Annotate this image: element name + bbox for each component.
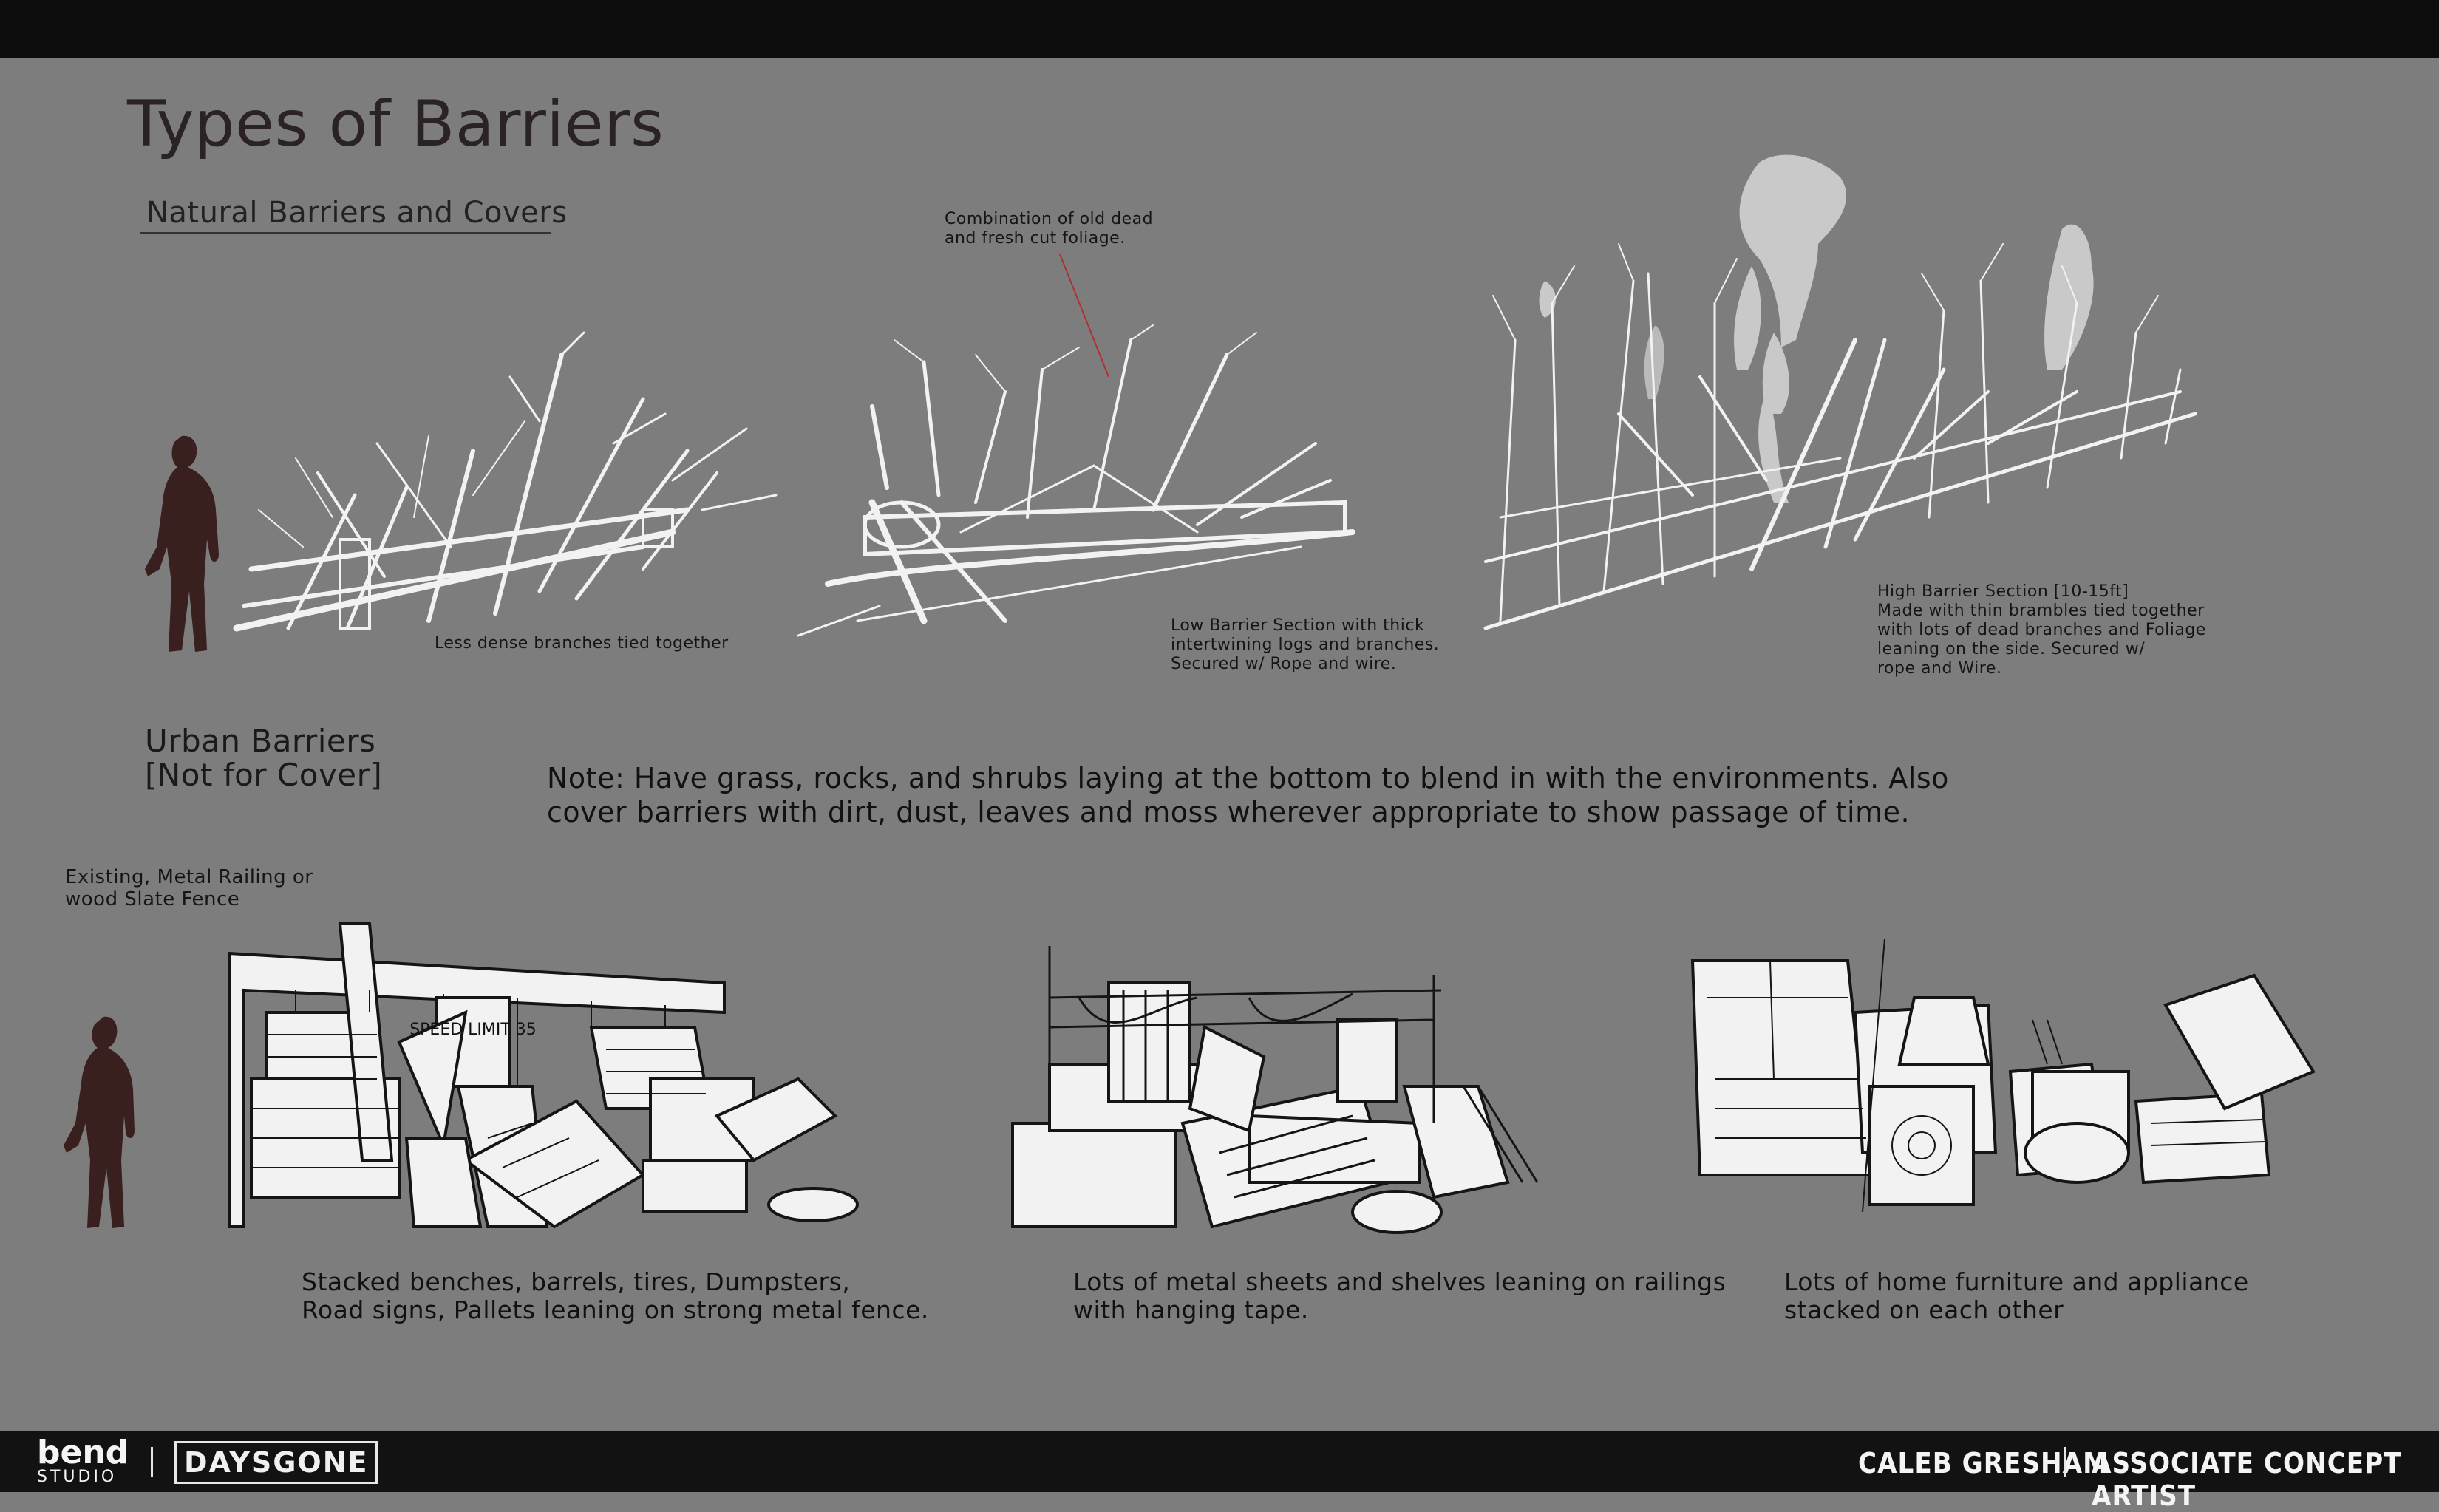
bend-studio-logo: bend STUDIO xyxy=(37,1437,129,1485)
urban-caption-2: Lots of metal sheets and shelves leaning… xyxy=(1073,1267,1727,1324)
less-dense-caption: Less dense branches tied together xyxy=(435,634,729,653)
heading-underline xyxy=(140,232,551,234)
natural-heading: Natural Barriers and Covers xyxy=(146,196,568,230)
foliage-note: Combination of old dead and fresh cut fo… xyxy=(945,210,1154,248)
top-bar xyxy=(0,0,2439,58)
urban-barrier-furniture-sketch xyxy=(1690,938,2316,1213)
urban-caption-3: Lots of home furniture and appliance sta… xyxy=(1784,1267,2249,1324)
bend-logo-studio: STUDIO xyxy=(37,1468,118,1486)
urban-barrier-benches-sketch: SPEED LIMIT 35 xyxy=(228,922,859,1229)
page-title: Types of Barriers xyxy=(127,87,664,161)
artist-name: CALEB GRESHAM xyxy=(1858,1447,2109,1479)
silhouette-figure-natural xyxy=(145,435,219,652)
low-barrier-sketch xyxy=(797,324,1355,637)
high-barrier-caption: High Barrier Section [10-15ft] Made with… xyxy=(1877,582,2206,678)
less-dense-branches-sketch xyxy=(233,331,778,632)
existing-fence-note: Existing, Metal Railing or wood Slate Fe… xyxy=(65,866,313,910)
low-barrier-caption: Low Barrier Section with thick intertwin… xyxy=(1171,616,1440,673)
leader-line xyxy=(1059,253,1109,378)
silhouette-figure-urban xyxy=(64,1016,135,1228)
urban-heading: Urban Barriers [Not for Cover] xyxy=(145,723,383,793)
artist-role: ASSOCIATE CONCEPT ARTIST xyxy=(2092,1447,2402,1512)
urban-barrier-metal-sheets-sketch xyxy=(1011,946,1539,1234)
speed-limit-sign-text: SPEED LIMIT 35 xyxy=(409,1021,537,1039)
main-note: Note: Have grass, rocks, and shrubs layi… xyxy=(547,762,1949,828)
credit-separator xyxy=(2064,1447,2066,1477)
footer-bar xyxy=(0,1431,2439,1492)
days-gone-logo: DAYSGONE xyxy=(174,1441,378,1484)
urban-caption-1: Stacked benches, barrels, tires, Dumpste… xyxy=(302,1267,929,1324)
high-barrier-sketch xyxy=(1483,154,2197,630)
bend-logo-word: bend xyxy=(37,1434,129,1471)
footer-separator xyxy=(151,1447,153,1477)
